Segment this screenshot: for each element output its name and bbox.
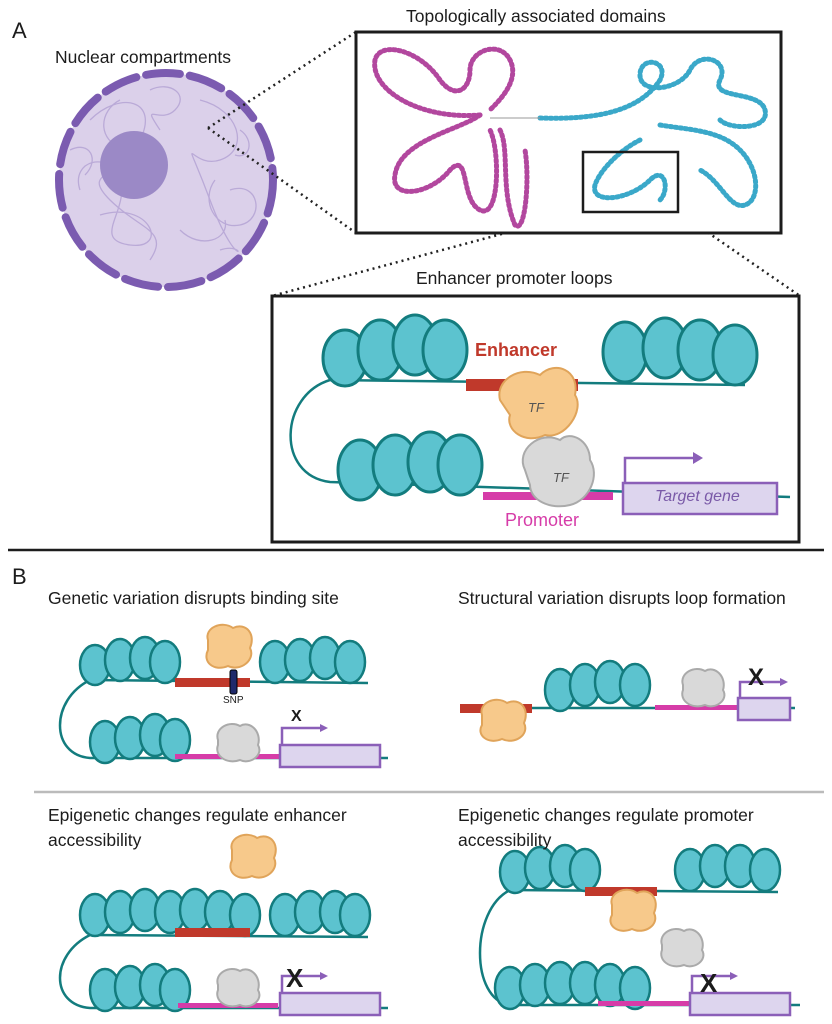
scenario-4-diagram xyxy=(478,843,800,1017)
nucleus xyxy=(55,69,277,291)
loop-diagram xyxy=(289,313,791,516)
target-gene-box xyxy=(621,481,779,516)
scenario-1-diagram xyxy=(58,623,388,769)
scenario-3-caption: Epigenetic changes regulate enhancer acc… xyxy=(48,805,347,850)
loops-label: Enhancer promoter loops xyxy=(416,268,613,288)
panel-b-letter: B xyxy=(12,564,27,589)
tad-right xyxy=(537,56,768,208)
scenario-2-diagram xyxy=(460,659,795,742)
scenario-3-diagram xyxy=(58,833,388,1017)
target-gene-label: Target gene xyxy=(655,488,740,505)
tf-promoter xyxy=(521,435,595,508)
tf-enhancer-label: TF xyxy=(528,400,544,415)
tf-promoter-label: TF xyxy=(553,470,569,485)
scenario-2-caption: Structural variation disrupts loop forma… xyxy=(458,588,786,608)
tss-arrow xyxy=(623,456,695,483)
zoom-box xyxy=(581,150,680,214)
scenario-4-x-mark: X xyxy=(700,968,718,998)
scenario-4-caption: Epigenetic changes regulate promoter acc… xyxy=(458,805,754,850)
snp-label: SNP xyxy=(223,695,244,706)
scenario-1-x-mark: X xyxy=(291,708,302,725)
panel-a-letter: A xyxy=(12,18,27,43)
scenario-1-caption: Genetic variation disrupts binding site xyxy=(48,588,339,608)
promoter-label: Promoter xyxy=(505,510,580,530)
enhancer-label: Enhancer xyxy=(475,340,558,360)
scenario-3-x-mark: X xyxy=(286,963,304,993)
nuclear-compartments-label: Nuclear compartments xyxy=(55,47,232,67)
tf-enhancer xyxy=(498,366,579,440)
tad-left xyxy=(372,46,530,229)
scenario-2-x-mark: X xyxy=(748,664,765,691)
tad-label: Topologically associated domains xyxy=(406,6,666,26)
